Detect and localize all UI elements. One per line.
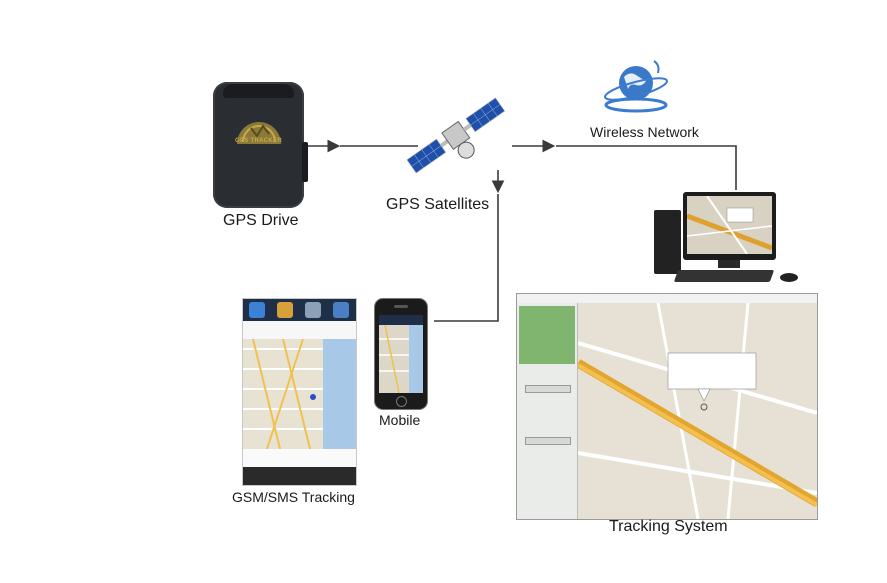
tracking-system-screenshot: [516, 293, 818, 520]
keyboard: [673, 270, 775, 282]
wireless-globe-icon: [604, 60, 668, 113]
label-mobile: Mobile: [379, 412, 421, 428]
label-wireless-network: Wireless Network: [590, 124, 699, 140]
phone-speaker: [394, 305, 408, 308]
mouse: [780, 273, 798, 282]
label-gsm-sms-tracking: GSM/SMS Tracking: [232, 489, 355, 505]
app-toolbar: [243, 299, 356, 321]
monitor-stand: [718, 260, 740, 268]
location-readout: [243, 449, 356, 467]
label-gps-satellites: GPS Satellites: [386, 196, 490, 213]
tracking-map-view: [578, 303, 817, 519]
app-info-row: [243, 321, 356, 339]
mobile-phone: [374, 298, 428, 410]
tracker-side-button: [302, 142, 308, 182]
computer-tower: [654, 210, 681, 274]
computer-monitor: [683, 192, 776, 260]
center-point-select[interactable]: [525, 437, 571, 445]
gps-tracker-device: GPS TRACKER: [213, 82, 308, 208]
label-tracking-system: Tracking System: [609, 518, 728, 535]
app-bottom-bar: [243, 467, 356, 485]
monitor-map-screen: [687, 196, 772, 254]
mobile-screen: [379, 315, 423, 393]
gsm-map-view: [243, 338, 356, 462]
globe-logo-icon: [237, 122, 281, 144]
gsm-phone-screenshot: [242, 298, 357, 486]
home-button: [396, 396, 407, 407]
tracking-side-panel: [517, 303, 578, 519]
satellite-icon: [406, 97, 506, 174]
tracker-clip: [223, 84, 294, 98]
manual-refresh-button[interactable]: [525, 385, 571, 393]
line-network-to-computer: [556, 145, 737, 190]
line-satellite-to-mobile: [434, 194, 499, 322]
tracker-logo-text: GPS TRACKER: [235, 138, 282, 144]
calendar-widget: [519, 306, 575, 364]
label-gps-drive: GPS Drive: [223, 212, 299, 229]
